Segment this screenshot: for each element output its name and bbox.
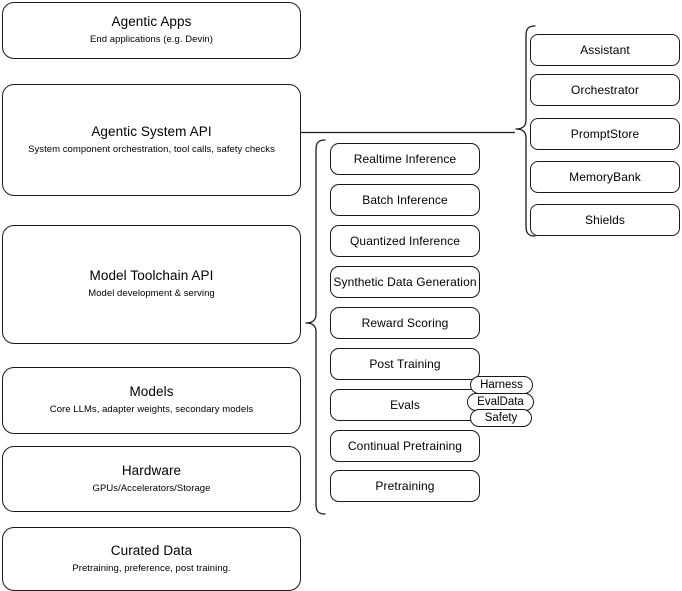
capability-box-reward-scoring[interactable]: Reward Scoring: [330, 307, 480, 339]
capability-label: Pretraining: [375, 479, 435, 493]
layer-box-hardware[interactable]: Hardware GPUs/Accelerators/Storage: [2, 446, 301, 512]
eval-badge-label: EvalData: [477, 396, 524, 408]
capability-box-batch-inference[interactable]: Batch Inference: [330, 184, 480, 216]
brace-system-components: [513, 24, 539, 240]
capability-box-evals[interactable]: Evals: [330, 389, 480, 421]
capability-box-realtime-inference[interactable]: Realtime Inference: [330, 143, 480, 175]
component-label: Shields: [584, 213, 626, 227]
component-box-assistant[interactable]: Assistant: [530, 34, 680, 66]
connector-system-api-to-components: [301, 126, 517, 140]
layer-box-agentic-system-api[interactable]: Agentic System API System component orch…: [2, 84, 301, 196]
capability-label: Batch Inference: [362, 193, 448, 207]
layer-box-curated-data[interactable]: Curated Data Pretraining, preference, po…: [2, 527, 301, 591]
layer-subtitle: End applications (e.g. Devin): [90, 34, 213, 46]
layer-box-model-toolchain-api[interactable]: Model Toolchain API Model development & …: [2, 225, 301, 344]
layer-subtitle: Model development & serving: [88, 288, 215, 300]
capability-box-quantized-inference[interactable]: Quantized Inference: [330, 225, 480, 257]
layer-box-agentic-apps[interactable]: Agentic Apps End applications (e.g. Devi…: [2, 2, 301, 59]
capability-box-pretraining[interactable]: Pretraining: [330, 470, 480, 502]
eval-badge-safety[interactable]: Safety: [470, 409, 532, 427]
layer-title: Model Toolchain API: [89, 268, 214, 284]
capability-label: Evals: [390, 398, 420, 412]
component-label: Orchestrator: [571, 83, 639, 97]
capability-label: Realtime Inference: [353, 152, 457, 166]
layer-title: Curated Data: [110, 542, 193, 558]
layer-title: Hardware: [121, 462, 182, 478]
layer-subtitle: GPUs/Accelerators/Storage: [92, 482, 211, 494]
layer-subtitle: Core LLMs, adapter weights, secondary mo…: [49, 404, 254, 416]
capability-label: Quantized Inference: [350, 234, 460, 248]
layer-title: Agentic System API: [91, 123, 212, 139]
capability-label: Continual Pretraining: [347, 439, 463, 453]
layer-title: Agentic Apps: [111, 14, 192, 30]
brace-toolchain-capabilities: [303, 138, 329, 518]
capability-label: Synthetic Data Generation: [333, 275, 477, 289]
component-box-orchestrator[interactable]: Orchestrator: [530, 74, 680, 106]
layer-subtitle: Pretraining, preference, post training.: [72, 562, 231, 574]
capability-label: Reward Scoring: [361, 316, 449, 330]
capability-box-synthetic-data-generation[interactable]: Synthetic Data Generation: [330, 266, 480, 298]
component-box-memorybank[interactable]: MemoryBank: [530, 161, 680, 193]
capability-label: Post Training: [369, 357, 441, 371]
component-label: MemoryBank: [569, 170, 641, 184]
component-box-promptstore[interactable]: PromptStore: [530, 118, 680, 150]
component-label: PromptStore: [570, 127, 640, 141]
capability-box-continual-pretraining[interactable]: Continual Pretraining: [330, 430, 480, 462]
eval-badge-label: Harness: [480, 379, 523, 391]
layer-subtitle: System component orchestration, tool cal…: [28, 143, 275, 155]
capability-box-post-training[interactable]: Post Training: [330, 348, 480, 380]
eval-badge-harness[interactable]: Harness: [470, 376, 533, 394]
component-label: Assistant: [580, 43, 630, 57]
eval-badge-label: Safety: [484, 412, 518, 424]
component-box-shields[interactable]: Shields: [530, 204, 680, 236]
layer-box-models[interactable]: Models Core LLMs, adapter weights, secon…: [2, 367, 301, 434]
layer-title: Models: [129, 384, 174, 400]
